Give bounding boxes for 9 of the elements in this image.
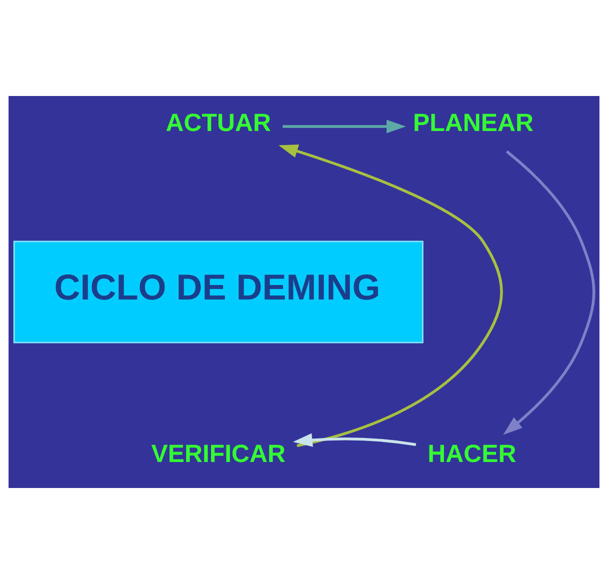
node-text: ACTUAR — [166, 109, 271, 138]
node-text: VERIFICAR — [151, 440, 286, 468]
node-text: PLANEAR — [413, 109, 534, 138]
arrow — [282, 120, 406, 134]
arrow — [503, 150, 596, 435]
node-box: CICLO DE DEMING — [13, 240, 424, 344]
node-text: HACER — [428, 440, 516, 468]
arrow — [278, 144, 503, 448]
arrow — [292, 433, 416, 447]
